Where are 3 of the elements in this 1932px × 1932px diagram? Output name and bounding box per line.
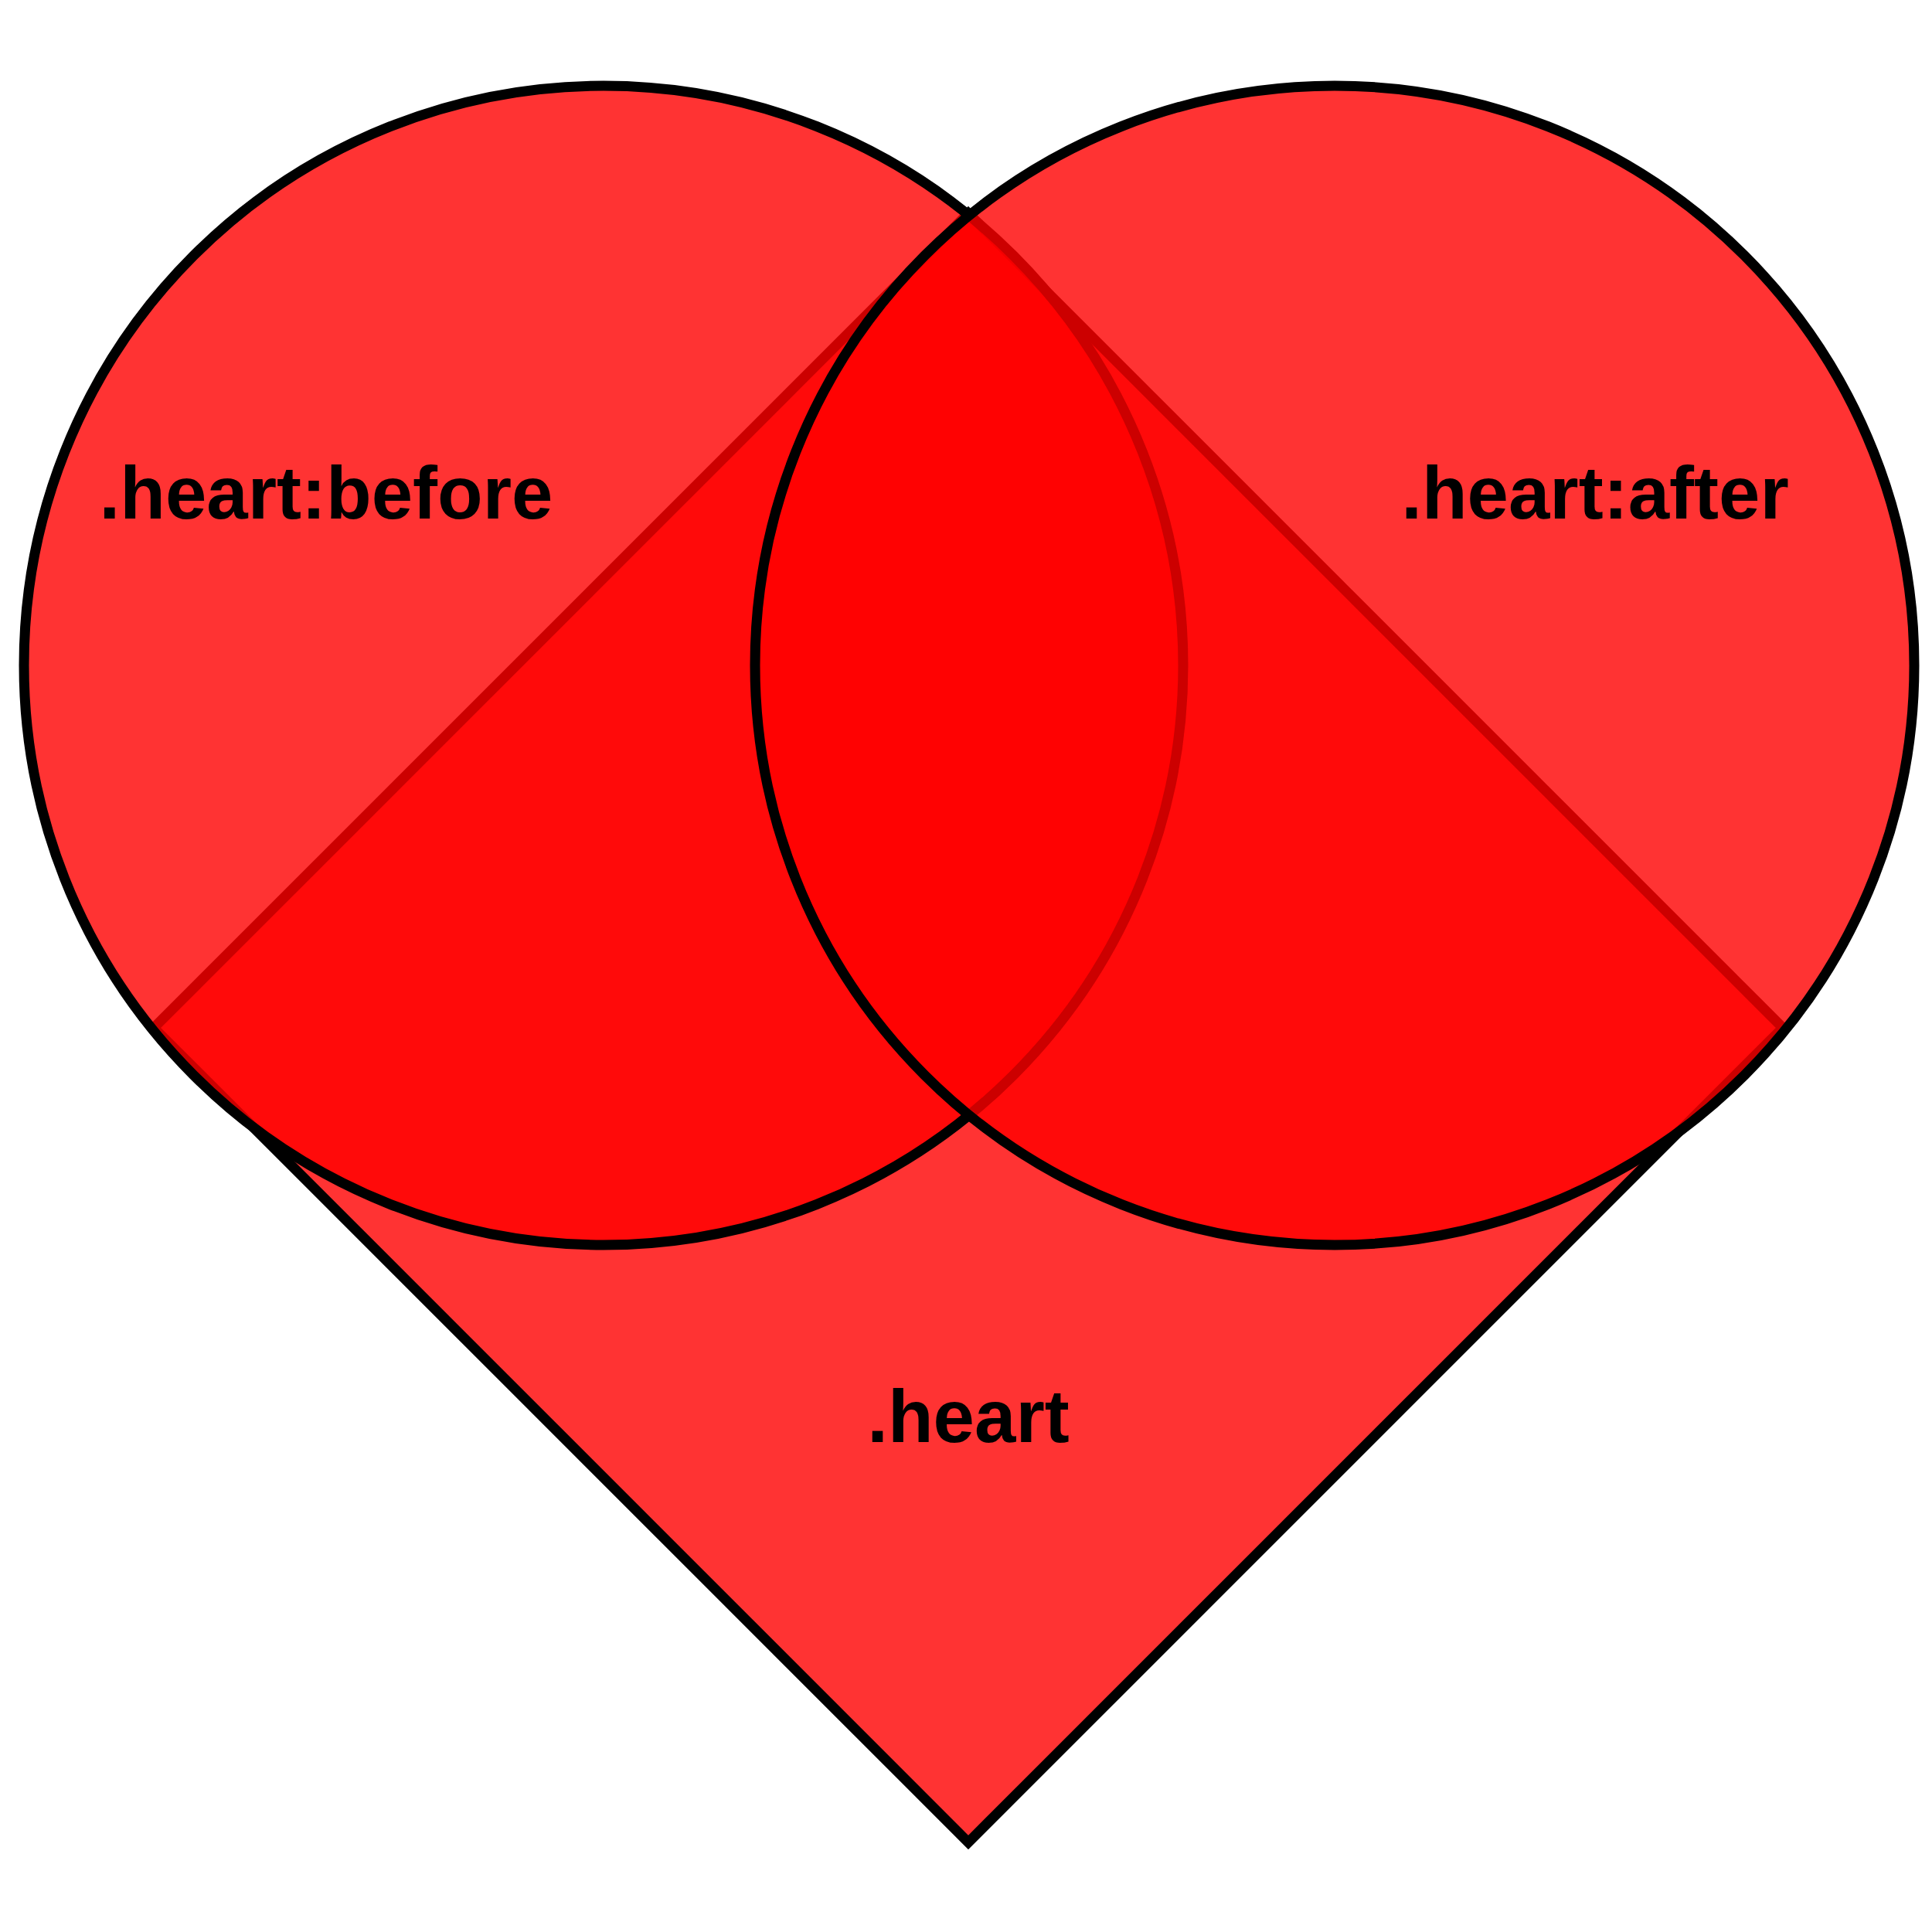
shape-label: .heart	[867, 1374, 1070, 1459]
shape-label: .heart:before	[99, 451, 553, 536]
shape-label: .heart:after	[1401, 451, 1789, 536]
